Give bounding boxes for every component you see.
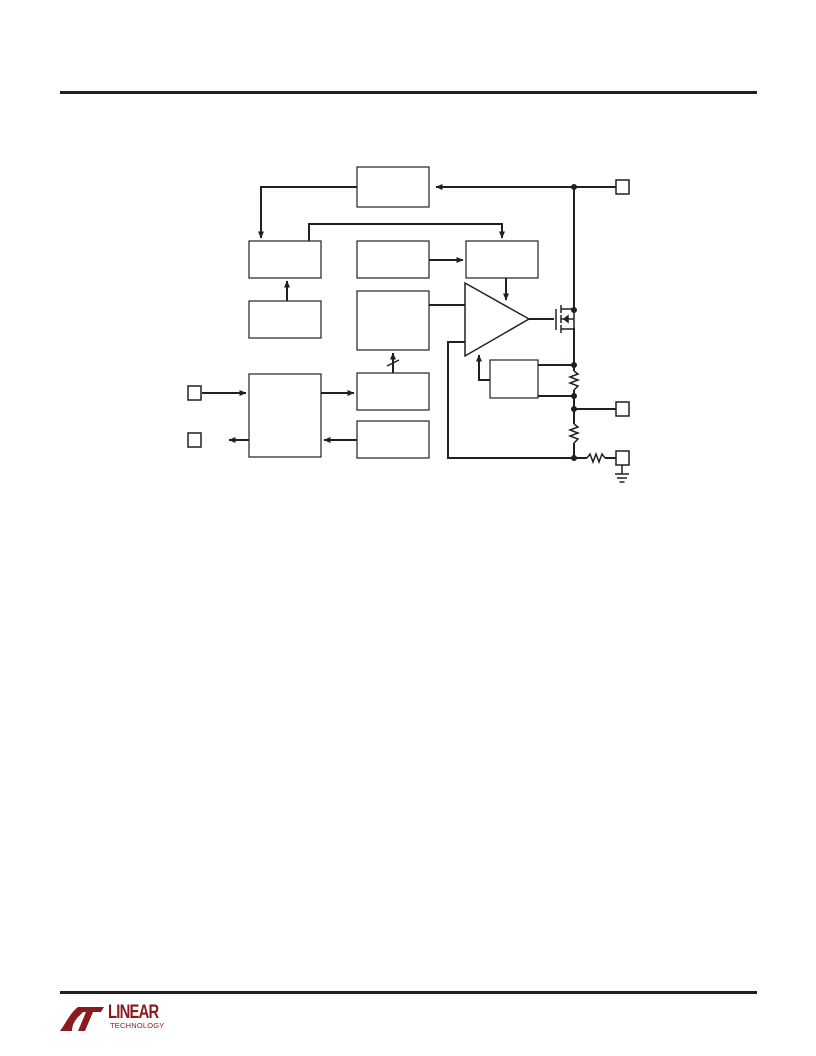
junction-dot bbox=[571, 406, 577, 412]
junction-dot bbox=[571, 362, 577, 368]
pin-bottom-right bbox=[615, 450, 630, 466]
block-left-large bbox=[248, 373, 322, 458]
logo-subtext: TECHNOLOGY bbox=[110, 1021, 165, 1030]
pin-left-input bbox=[187, 385, 202, 401]
block-small-right bbox=[489, 359, 539, 399]
junction-dot bbox=[571, 184, 577, 190]
footer-rule bbox=[60, 991, 757, 994]
block-left-upper bbox=[248, 240, 322, 279]
pin-left-output bbox=[187, 432, 202, 448]
wire-bridge bbox=[308, 223, 505, 241]
junction-dot bbox=[571, 393, 577, 399]
bus-slash bbox=[386, 359, 400, 367]
pin-top-right bbox=[615, 179, 630, 195]
wire-feedback bbox=[447, 341, 574, 459]
wire-top-to-left bbox=[258, 186, 357, 239]
linear-technology-logo: LINEAR TECHNOLOGY bbox=[58, 1001, 174, 1035]
block-right-upper bbox=[465, 240, 539, 279]
block-center-bottom bbox=[356, 420, 430, 459]
block-top-center bbox=[356, 166, 430, 208]
amplifier-symbol bbox=[464, 281, 531, 358]
block-center-upper bbox=[356, 240, 430, 279]
lt-mark-icon bbox=[60, 1007, 104, 1031]
block-left-middle bbox=[248, 300, 322, 339]
ground-symbol bbox=[615, 465, 629, 483]
resistor-upper bbox=[567, 370, 581, 391]
junction-dot bbox=[571, 307, 577, 313]
resistor-lower bbox=[567, 423, 581, 444]
junction-dot bbox=[571, 455, 577, 461]
block-center-lower bbox=[356, 372, 430, 411]
block-center-middle bbox=[356, 290, 430, 351]
wire-small-to-amp bbox=[476, 354, 490, 381]
header-rule bbox=[60, 91, 757, 94]
logo-wordmark: LINEAR bbox=[108, 1002, 159, 1023]
resistor-sense bbox=[586, 451, 606, 465]
pin-mid-right bbox=[615, 401, 630, 417]
